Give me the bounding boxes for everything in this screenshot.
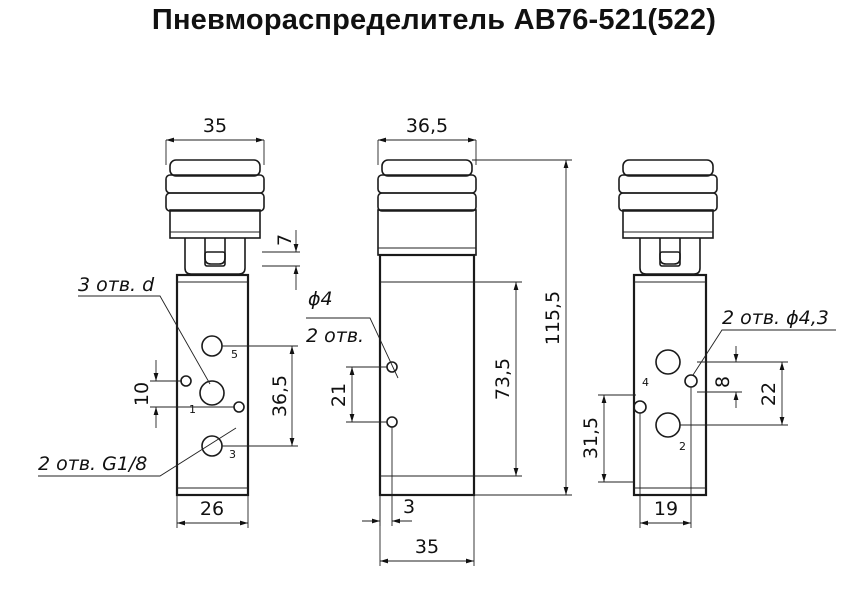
side-hole: [386, 361, 398, 373]
port-4-hole: [655, 349, 681, 375]
dim-7: 7: [274, 234, 296, 246]
front-view: 5 1 3 35 7 3 отв. d 10 36,5 2 отв. G1/8: [38, 115, 300, 528]
dim-31-5: 31,5: [580, 417, 602, 459]
dim-front-bottom: 26: [200, 498, 224, 520]
dim-73-5: 73,5: [492, 358, 514, 400]
front-knob: [165, 159, 265, 275]
front-body: [175, 273, 250, 497]
note-holes-d: 3 отв. d: [78, 274, 155, 296]
mount-hole: [233, 401, 245, 413]
back-knob: [618, 159, 718, 275]
dim-36-5: 36,5: [269, 375, 291, 417]
back-view: 4 2 2 отв. ϕ4,3 8 22 31,5 19: [580, 159, 836, 528]
side-body: [378, 253, 476, 497]
port-label-4: 4: [642, 376, 649, 389]
dim-10: 10: [131, 382, 153, 406]
port-label-1: 1: [189, 403, 196, 416]
mount-hole: [684, 374, 698, 388]
mount-hole: [180, 375, 192, 387]
port-2-hole: [655, 412, 681, 438]
note-ports-g: 2 отв. G1/8: [38, 453, 147, 475]
note-back-holes: 2 отв. ϕ4,3: [722, 307, 829, 329]
port-label-5: 5: [231, 348, 238, 361]
port-label-2: 2: [679, 440, 686, 453]
back-body: [632, 273, 708, 497]
note-holes-count: 2 отв.: [306, 325, 364, 347]
note-hole-phi: ϕ4: [308, 288, 333, 310]
mount-hole: [633, 400, 647, 414]
dim-side-width: 36,5: [406, 115, 448, 137]
side-knob: [377, 159, 477, 256]
side-view: 36,5 ϕ4 2 отв. 21 73,5 115,5 3 35: [306, 115, 572, 566]
port-label-3: 3: [229, 448, 236, 461]
dim-21: 21: [328, 383, 350, 407]
dim-back-bottom: 19: [654, 498, 678, 520]
dim-8: 8: [712, 376, 734, 388]
page-title: Пневмораспределитель АВ76-521(522): [151, 4, 717, 36]
dim-side-bottom: 35: [415, 536, 439, 558]
port-1-hole: [199, 380, 225, 406]
side-hole: [386, 416, 398, 428]
dim-115-5: 115,5: [542, 291, 564, 345]
dim-22: 22: [758, 382, 780, 406]
port-5-hole: [201, 335, 223, 357]
dim-3: 3: [403, 496, 415, 518]
dim-front-width: 35: [203, 115, 227, 137]
